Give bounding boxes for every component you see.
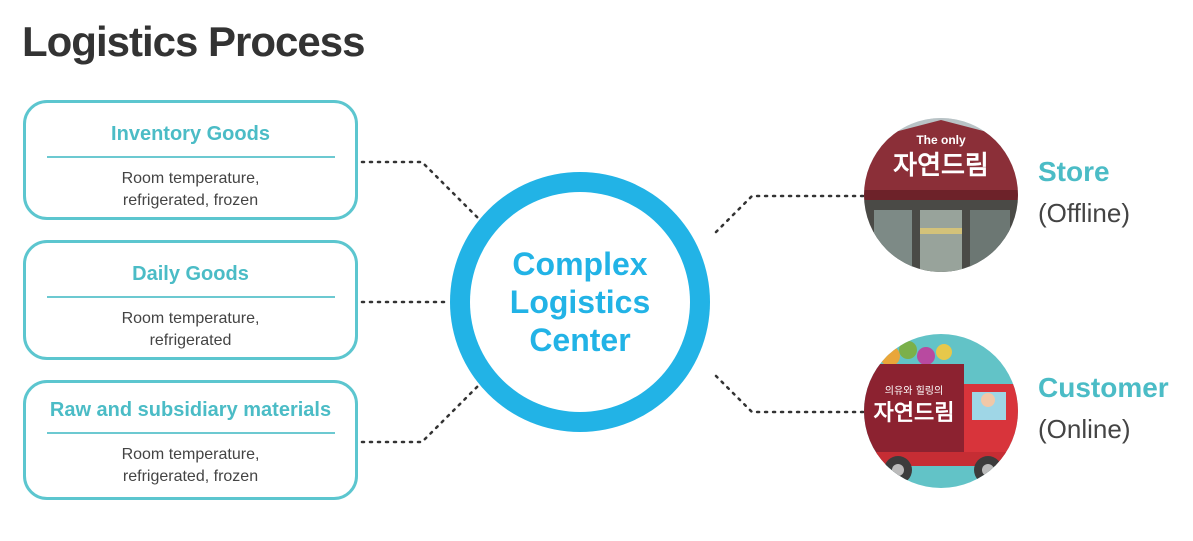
divider: [46, 156, 335, 158]
source-desc: Room temperature, refrigerated, frozen: [121, 170, 260, 209]
source-box-inventory: Inventory Goods Room temperature, refrig…: [23, 100, 358, 220]
source-desc: Room temperature, refrigerated, frozen: [121, 446, 260, 485]
logistics-center-node: Complex Logistics Center: [450, 172, 710, 432]
connector-raw: [360, 384, 480, 444]
source-desc: Room temperature, refrigerated: [121, 310, 260, 349]
destination-sub-customer: (Online): [1038, 414, 1131, 444]
destination-sub-store: (Offline): [1038, 198, 1130, 228]
center-label: Complex Logistics Center: [509, 246, 651, 358]
truck-small-text: 의유와 힐링의: [885, 384, 943, 397]
storefront-photo: The only 자연드림: [864, 118, 1018, 272]
truck-main-text: 자연드림: [874, 401, 955, 426]
divider: [46, 432, 335, 434]
page-title: Logistics Process: [22, 18, 365, 65]
connector-customer: [714, 374, 868, 414]
source-box-raw: Raw and subsidiary materials Room temper…: [23, 380, 358, 500]
destination-title-customer: Customer: [1038, 372, 1169, 403]
source-title: Raw and subsidiary materials: [49, 399, 332, 421]
source-title: Inventory Goods: [111, 123, 270, 145]
sign-main-text: 자연드림: [893, 151, 989, 181]
center-inner-circle: Complex Logistics Center: [470, 192, 690, 412]
source-title: Daily Goods: [132, 263, 249, 285]
delivery-truck-illustration: 의유와 힐링의 자연드림: [864, 334, 1018, 488]
connector-inventory: [360, 160, 480, 220]
sign-top-text: The only: [916, 133, 966, 147]
divider: [46, 296, 335, 298]
source-box-daily: Daily Goods Room temperature, refrigerat…: [23, 240, 358, 360]
connector-store: [714, 194, 868, 234]
destination-title-store: Store: [1038, 156, 1110, 187]
